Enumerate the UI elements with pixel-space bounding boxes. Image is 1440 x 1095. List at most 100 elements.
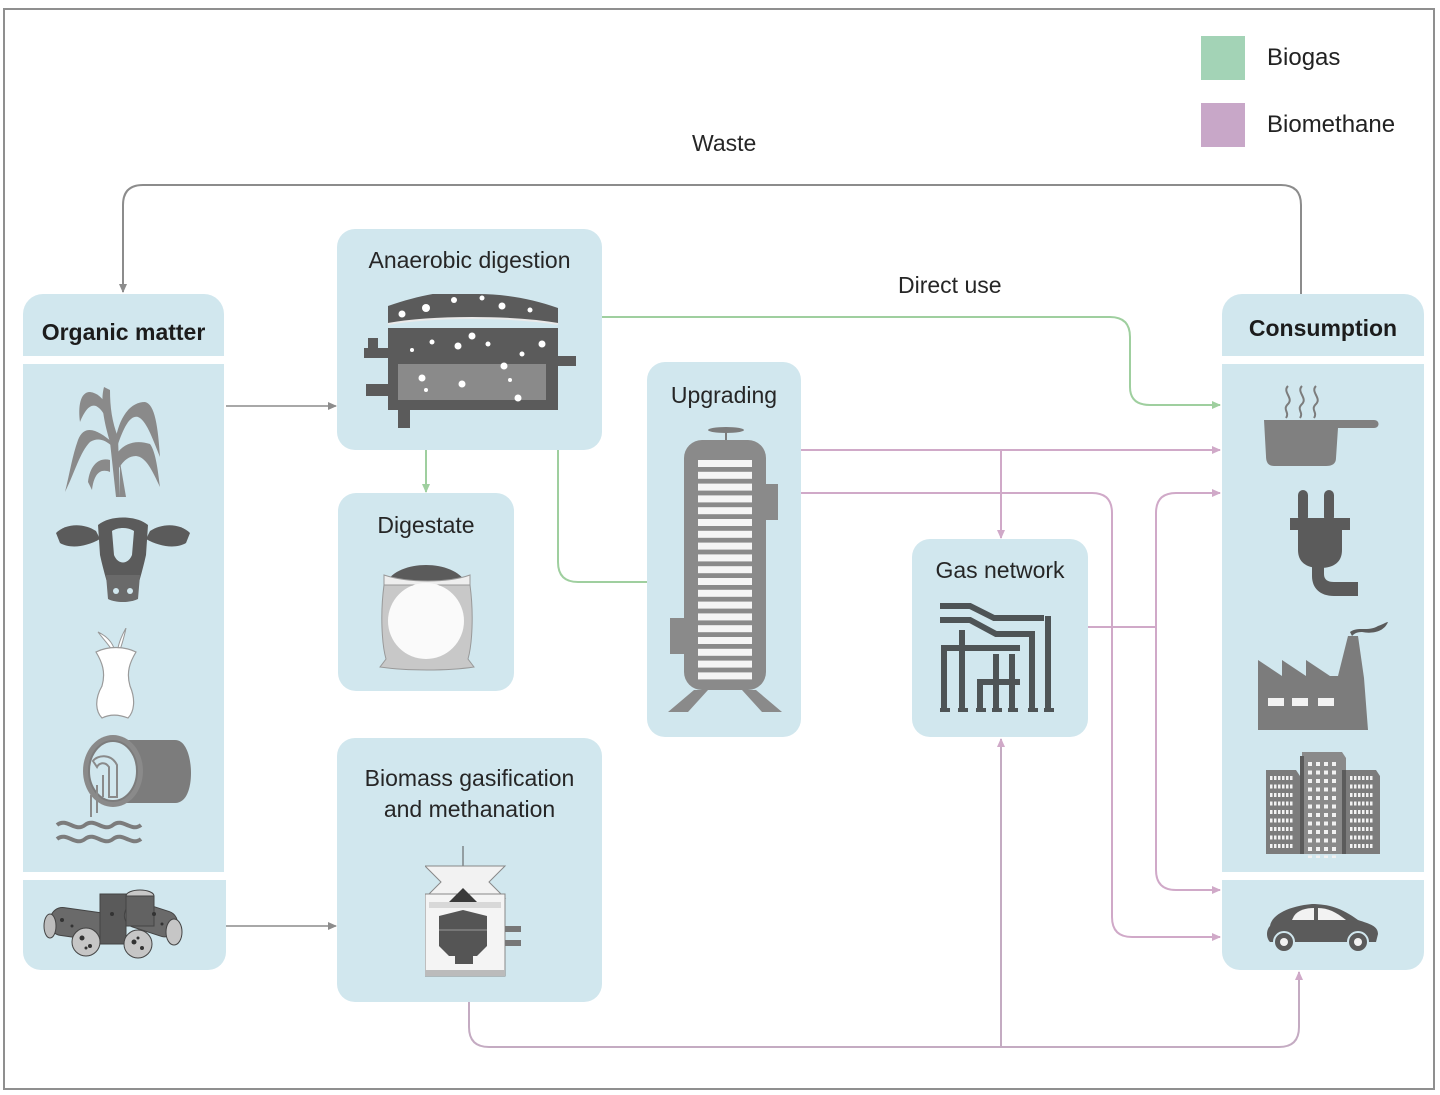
building-window [1278, 827, 1281, 831]
column-slot [698, 637, 752, 644]
building-window [1332, 796, 1336, 800]
building-window [1274, 835, 1277, 840]
building-window [1362, 776, 1365, 780]
building-window [1274, 810, 1277, 814]
column-slot [698, 495, 752, 503]
building-window [1274, 844, 1277, 848]
waste-flow-line [119, 184, 1302, 294]
diagram-frame [3, 8, 1435, 1090]
cooking-pot-icon [1264, 385, 1379, 466]
building-window [1308, 762, 1312, 766]
building-window [1370, 793, 1373, 797]
waste-label: Waste [692, 130, 757, 156]
building-window [1370, 801, 1373, 806]
consumption-header-box [1222, 294, 1424, 356]
building-window [1308, 813, 1312, 817]
building-window [1332, 821, 1336, 826]
consumption-title: Consumption [1248, 315, 1398, 341]
building-window [1366, 844, 1369, 848]
column-slot [698, 530, 752, 538]
column-slot [698, 566, 752, 574]
building-window [1308, 796, 1312, 800]
building-window [1354, 844, 1357, 848]
building-window [1370, 810, 1373, 814]
building-window [1324, 838, 1328, 843]
building-window [1274, 776, 1277, 780]
building-window [1270, 818, 1273, 823]
column-slot [698, 613, 752, 621]
building-window [1308, 821, 1312, 826]
building-window [1358, 801, 1361, 806]
building-window [1366, 827, 1369, 831]
legend-swatch-biogas [1201, 36, 1245, 80]
building-window [1270, 793, 1273, 797]
building-window [1278, 776, 1281, 780]
building-window [1358, 827, 1361, 831]
building-window [1290, 793, 1293, 797]
building-window [1366, 801, 1369, 806]
building-window [1270, 835, 1273, 840]
building-window [1370, 776, 1373, 780]
column-slot [698, 483, 752, 491]
building-window [1286, 818, 1289, 823]
building-window [1290, 810, 1293, 814]
gasification-bottom-line [468, 971, 1303, 1048]
building-window [1362, 793, 1365, 797]
column-slot [698, 648, 752, 656]
building-window [1324, 779, 1328, 783]
building-window [1366, 835, 1369, 840]
upgrading-to-transport-line [801, 492, 1221, 941]
building-window [1274, 827, 1277, 831]
building-window [1282, 793, 1285, 797]
building-window [1358, 844, 1361, 848]
building-window [1350, 818, 1353, 823]
building-window [1270, 784, 1273, 789]
building-window [1278, 818, 1281, 823]
building-window [1282, 844, 1285, 848]
building-window [1362, 810, 1365, 814]
building-window [1282, 827, 1285, 831]
building-window [1366, 818, 1369, 823]
building-window [1278, 793, 1281, 797]
sewage-pipe-icon [55, 735, 191, 844]
building-window [1282, 818, 1285, 823]
building-window [1332, 804, 1336, 809]
gas-network-to-uses-line [1155, 489, 1221, 870]
building-window [1274, 818, 1277, 823]
building-window [1366, 793, 1369, 797]
building-window [1316, 804, 1320, 809]
building-window [1370, 835, 1373, 840]
direct-use-line [602, 316, 1221, 409]
anaerobic-digestion-title: Anaerobic digestion [368, 247, 571, 273]
column-slot [698, 589, 752, 597]
apple-core-icon [95, 628, 137, 719]
building-window [1362, 801, 1365, 806]
building-window [1362, 835, 1365, 840]
building-window [1278, 784, 1281, 789]
building-window [1354, 793, 1357, 797]
building-window [1324, 762, 1328, 766]
building-window [1278, 810, 1281, 814]
organic-matter-header-box [23, 294, 224, 356]
building-window [1354, 827, 1357, 831]
building-window [1354, 776, 1357, 780]
building-window [1358, 793, 1361, 797]
building-window [1316, 762, 1320, 766]
building-window [1316, 838, 1320, 843]
fertilizer-sack-icon [379, 565, 475, 671]
building-window [1350, 801, 1353, 806]
building-window [1316, 770, 1320, 775]
column-slot [698, 471, 752, 479]
building-window [1358, 776, 1361, 780]
column-slot [698, 660, 752, 668]
building-window [1362, 827, 1365, 831]
building-window [1354, 784, 1357, 789]
building-window [1290, 818, 1293, 823]
building-window [1354, 801, 1357, 806]
building-window [1370, 818, 1373, 823]
building-window [1282, 784, 1285, 789]
gas-network-title: Gas network [935, 557, 1065, 583]
building-window [1324, 804, 1328, 809]
building-window [1362, 818, 1365, 823]
building-window [1316, 787, 1320, 792]
